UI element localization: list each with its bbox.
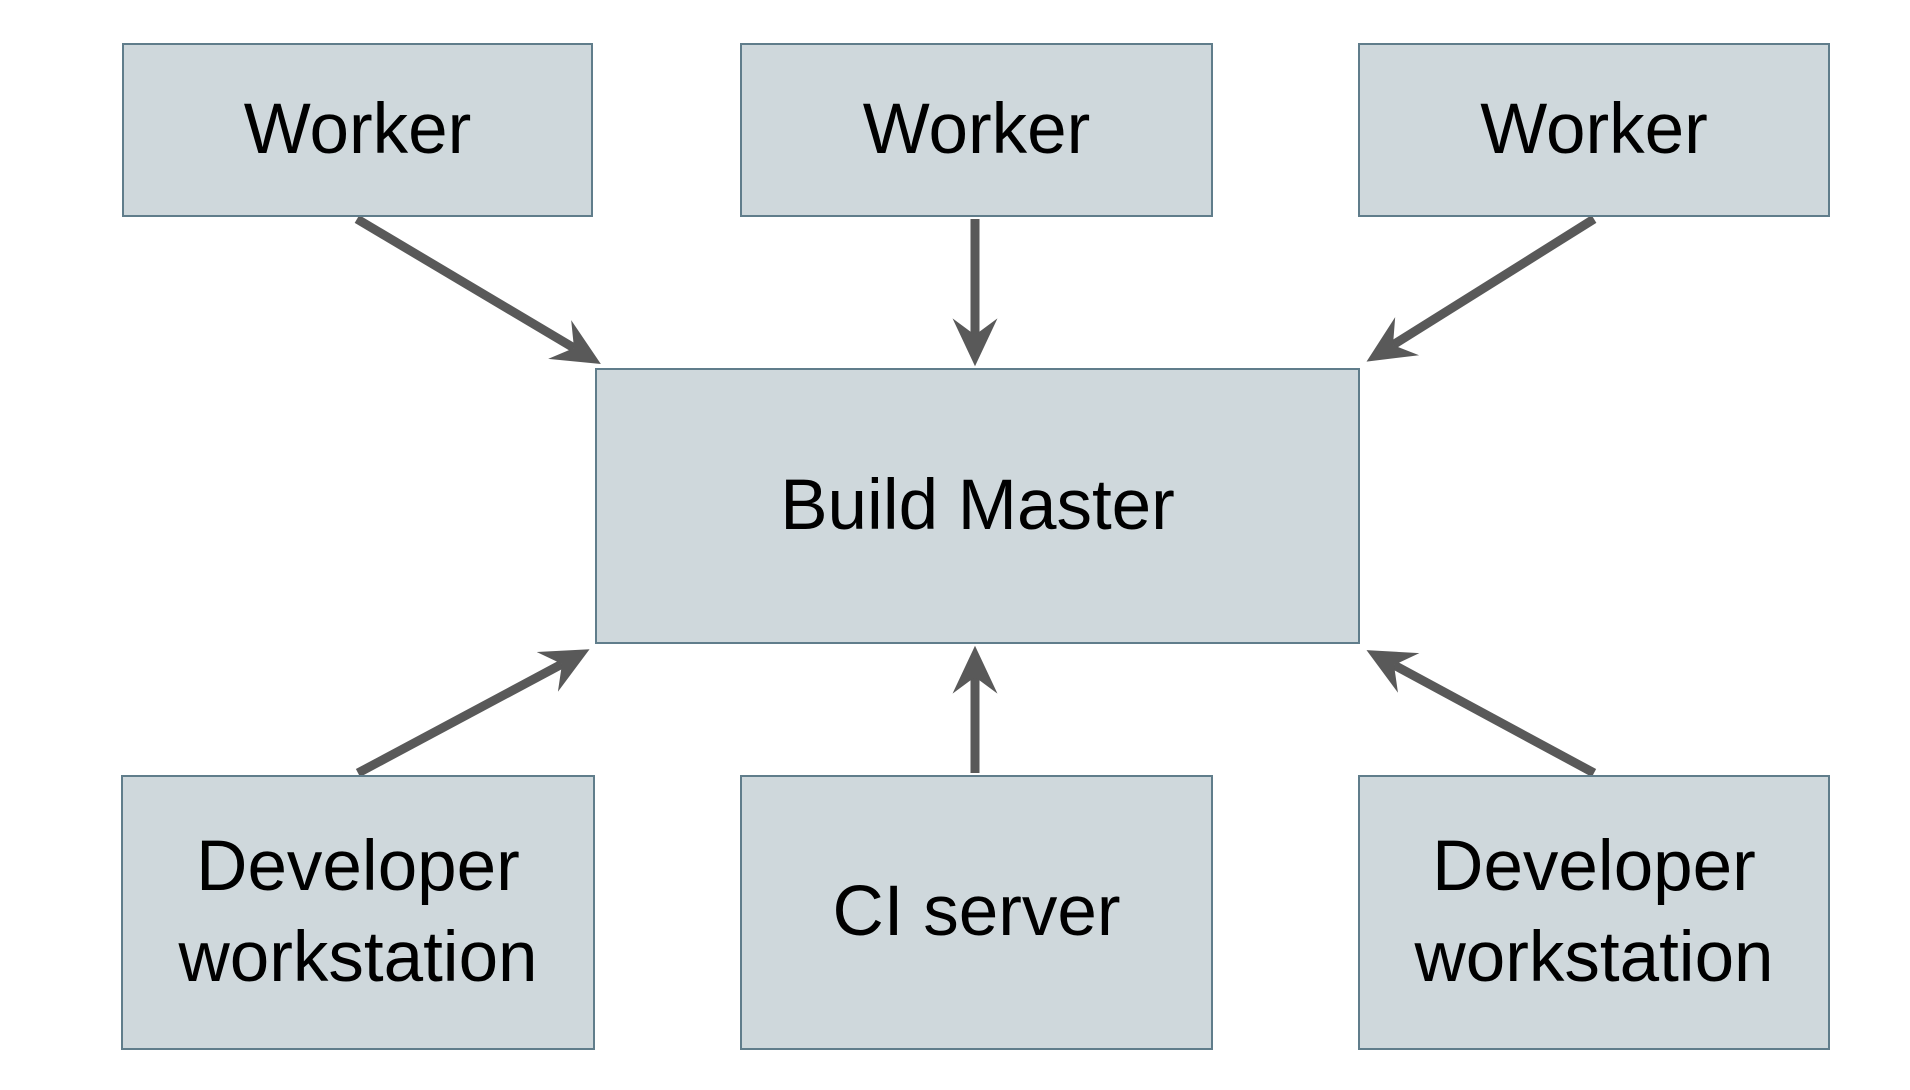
arrow-worker-1-to-build-master: [354, 215, 601, 364]
node-developer-workstation-2: Developer workstation: [1358, 775, 1830, 1050]
node-ci-server: CI server: [740, 775, 1213, 1050]
node-worker-2: Worker: [740, 43, 1213, 217]
arrow-dev-workstation-1-to-build-master: [355, 649, 590, 777]
node-label-worker-2: Worker: [862, 89, 1091, 169]
node-label-developer-workstation-2: Developer workstation: [1414, 826, 1774, 997]
arrow-dev-workstation-2-to-build-master: [1366, 650, 1597, 777]
node-label-ci-server: CI server: [832, 872, 1121, 952]
node-label-worker-3: Worker: [1480, 89, 1708, 169]
node-label-worker-1: Worker: [243, 89, 472, 169]
arrow-worker-3-to-build-master: [1366, 215, 1597, 362]
node-label-build-master: Build Master: [780, 465, 1175, 545]
node-worker-3: Worker: [1358, 43, 1830, 217]
node-build-master: Build Master: [595, 368, 1360, 644]
node-worker-1: Worker: [122, 43, 593, 217]
node-developer-workstation-1: Developer workstation: [121, 775, 595, 1050]
node-label-developer-workstation-1: Developer workstation: [178, 826, 538, 997]
